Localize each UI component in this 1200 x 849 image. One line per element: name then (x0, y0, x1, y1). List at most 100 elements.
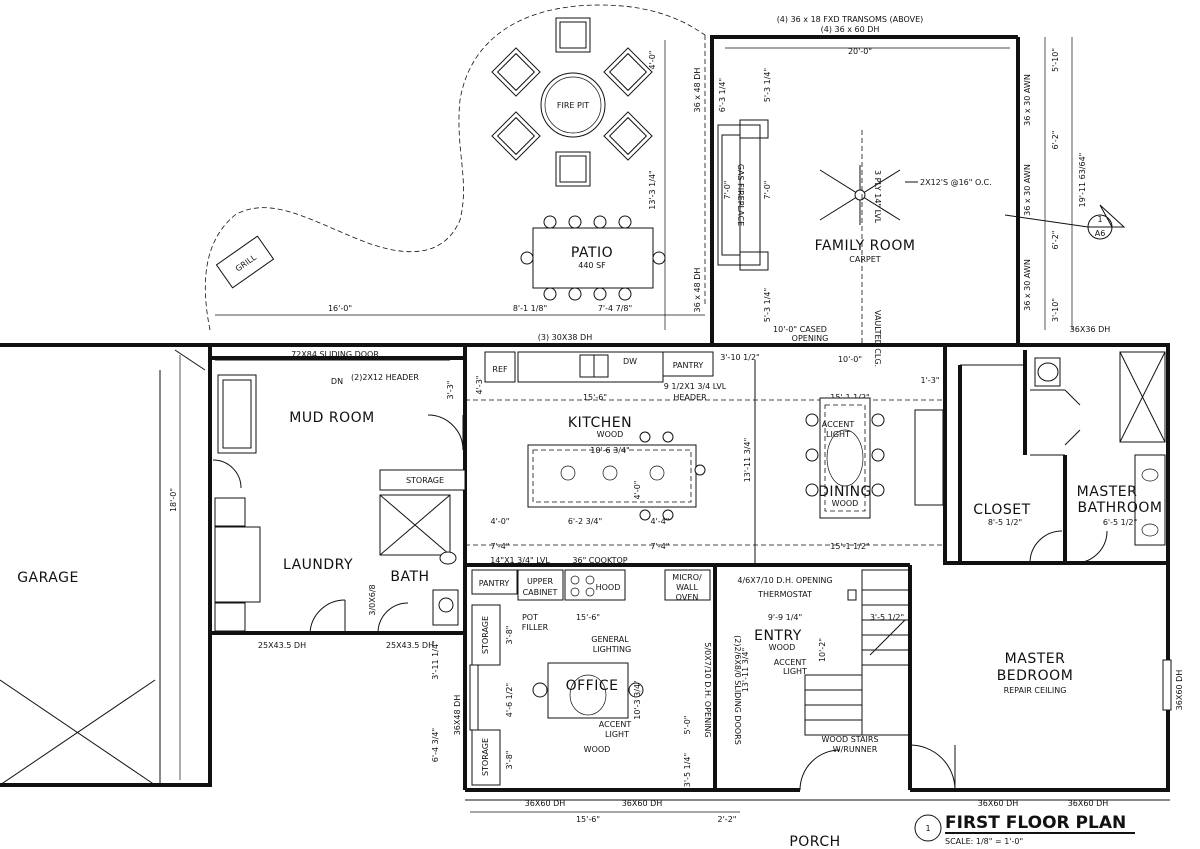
lvl-header-1: 9 1/2X1 3/4 LVL (664, 382, 727, 391)
dim-3-11: 3'-11 1/4" (431, 640, 440, 679)
entry: 4/6X7/10 D.H. OPENING THERMOSTAT 9'-9 1/… (703, 569, 956, 791)
bedroom-window-1: 36X60 DH (978, 799, 1019, 808)
mud-room: 72X84 SLIDING DOOR (2)2X12 HEADER DN 3'-… (212, 350, 464, 489)
storage-office-1: STORAGE (481, 616, 490, 654)
stairs: 3'-5 1/2" (804, 569, 911, 736)
micro-label-3: OVEN (676, 593, 699, 602)
bath-window: 36X36 DH (1070, 325, 1111, 334)
section-tag-number: 1 (1097, 215, 1102, 224)
entry-accent-2: LIGHT (783, 667, 807, 676)
master-bed-sub: REPAIR CEILING (1004, 686, 1067, 695)
office-window-1: 36X60 DH (525, 799, 566, 808)
dim-9-9: 9'-9 1/4" (768, 613, 802, 622)
dim-7-4: 7'-4 7/8" (598, 304, 632, 313)
dim-2-2: 2'-2" (718, 815, 737, 824)
patio-table: PATIO 440 SF (520, 215, 666, 301)
dim-3-4: 4'-0" (648, 51, 657, 70)
dim-6-2: 6'-2 3/4" (568, 517, 602, 526)
ceiling-fan-icon (819, 165, 901, 225)
porch-label: PORCH (789, 834, 840, 849)
dim-10-0: 10'-0" (838, 355, 862, 364)
dim-5-10a: 5'-10" (1051, 48, 1060, 72)
closet-label: CLOSET (973, 502, 1030, 518)
dim-5-3a: 5'-3 1/4" (763, 68, 772, 102)
general-lighting-2: LIGHTING (593, 645, 631, 654)
dim-13-11: 13'-11 3/4" (743, 438, 752, 483)
dim-8-5: 8'-5 1/2" (988, 518, 1022, 527)
micro-label-1: MICRO/ (672, 573, 702, 582)
kitchen: REF DW PANTRY (3) 30X38 DH 9 1/2X1 3/4 L… (471, 333, 760, 632)
dim-18-0: 18'-0" (169, 488, 178, 512)
stairs-label-1: WOOD STAIRS (821, 735, 878, 744)
awn-note-3: 36 x 30 AWN (1023, 259, 1032, 311)
thermostat-label: THERMOSTAT (757, 590, 812, 599)
gas-fireplace-label: GAS FIREPLACE (736, 164, 745, 226)
dim-16-0: 16'-0" (328, 304, 352, 313)
lvl-beam-note: 3 PLY 14" LVL (873, 170, 882, 224)
sliding-doors-office: (2)2/6X8/0 SLIDING DOORS (733, 635, 742, 745)
dim-6-3: 6'-3 1/4" (718, 78, 727, 112)
hood-label: HOOD (596, 583, 621, 592)
dim-3-3: 3'-3" (446, 381, 455, 400)
section-tag: 1 A6 (1004, 204, 1126, 240)
office-accent-2: LIGHT (605, 730, 629, 739)
fire-pit: FIRE PIT (491, 17, 653, 187)
fire-pit-label: FIRE PIT (557, 101, 589, 110)
dim-6-5: 6'-5 1/2" (1103, 518, 1137, 527)
garage-label: GARAGE (17, 570, 79, 586)
master-bathroom: MASTER BATHROOM 6'-5 1/2" 36X36 DH (1029, 325, 1166, 564)
dim-20-0: 20'-0" (848, 47, 872, 56)
title-block: 1 FIRST FLOOR PLAN SCALE: 1/8" = 1'-0" (914, 813, 1135, 846)
dh-36x48-top: 36 x 48 DH (693, 68, 702, 113)
cased-opening-2: OPENING (792, 334, 829, 343)
master-bath-label-2: BATHROOM (1077, 500, 1162, 516)
dim-3-10: 3'-10" (1051, 298, 1060, 322)
dim-3-10: 3'-10 1/2" (720, 353, 759, 362)
micro-label-2: WALL (676, 583, 698, 592)
dining-floor: WOOD (832, 499, 859, 508)
pot-filler-1: POT (522, 613, 538, 622)
dim-7-4b: 7'-4" (491, 542, 510, 551)
dh-36x48-bottom: 36 x 48 DH (693, 268, 702, 313)
cased-opening-1: 10'-0" CASED (773, 325, 827, 334)
dim-4-0-island: 4'-0" (633, 481, 642, 500)
top-dh-note: (4) 36 x 60 DH (821, 25, 880, 34)
opening-46-note: 4/6X7/10 D.H. OPENING (737, 576, 832, 585)
dim-8-1: 8'-1 1/8" (513, 304, 547, 313)
kitchen-label: KITCHEN (568, 415, 632, 431)
upper-cabinet-1: UPPER (527, 577, 554, 586)
awn-note-1: 36 x 30 AWN (1023, 74, 1032, 126)
dn-label: DN (331, 377, 343, 386)
grill: GRILL (215, 235, 275, 289)
master-bed-label-2: BEDROOM (997, 668, 1074, 684)
dim-3-5b: 3'-5 1/4" (683, 753, 692, 787)
upper-cabinet-2: CABINET (523, 588, 558, 597)
laundry-window-1: 25X43.5 DH (258, 641, 306, 650)
laundry: LAUNDRY STORAGE BATH 3/0X6/8 25X43.5 DH … (214, 469, 466, 762)
dim-15-6-b: 15'-6" (576, 815, 600, 824)
dim-3-5: 3'-5 1/2" (870, 613, 904, 622)
lvl-14-note: 14"X1 3/4" LVL (490, 556, 550, 565)
office-label: OFFICE (566, 678, 619, 694)
dim-6-2c: 6'-2" (1051, 231, 1060, 250)
dim-10-2: 10'-2" (818, 638, 827, 662)
dim-1-3: 1'-3" (921, 376, 940, 385)
sliding-door-note: 72X84 SLIDING DOOR (291, 350, 379, 359)
dim-10-3: 10'-3 3/4" (633, 680, 642, 719)
closet: CLOSET 8'-5 1/2" (973, 502, 1030, 527)
office-floor: WOOD (584, 745, 611, 754)
office-side-window: 36X48 DH (453, 695, 462, 736)
dim-15-6-o: 15'-6" (576, 613, 600, 622)
porch: 15'-6" 2'-2" PORCH (465, 799, 1170, 849)
plan-scale: SCALE: 1/8" = 1'-0" (945, 837, 1023, 846)
dining: 10'-0" 1'-3" 15'-1 1/2" ACCENT LIGHT DIN… (805, 355, 944, 551)
header-note: (2)2X12 HEADER (351, 373, 419, 382)
ref-label: REF (492, 365, 508, 374)
dining-accent-2: LIGHT (826, 430, 850, 439)
mud-room-label: MUD ROOM (289, 410, 374, 426)
plan-title: FIRST FLOOR PLAN (945, 813, 1126, 833)
storage-office-2: STORAGE (481, 738, 490, 776)
entry-floor: WOOD (769, 643, 796, 652)
transoms-note: (4) 36 x 18 FXD TRANSOMS (ABOVE) (777, 15, 924, 24)
